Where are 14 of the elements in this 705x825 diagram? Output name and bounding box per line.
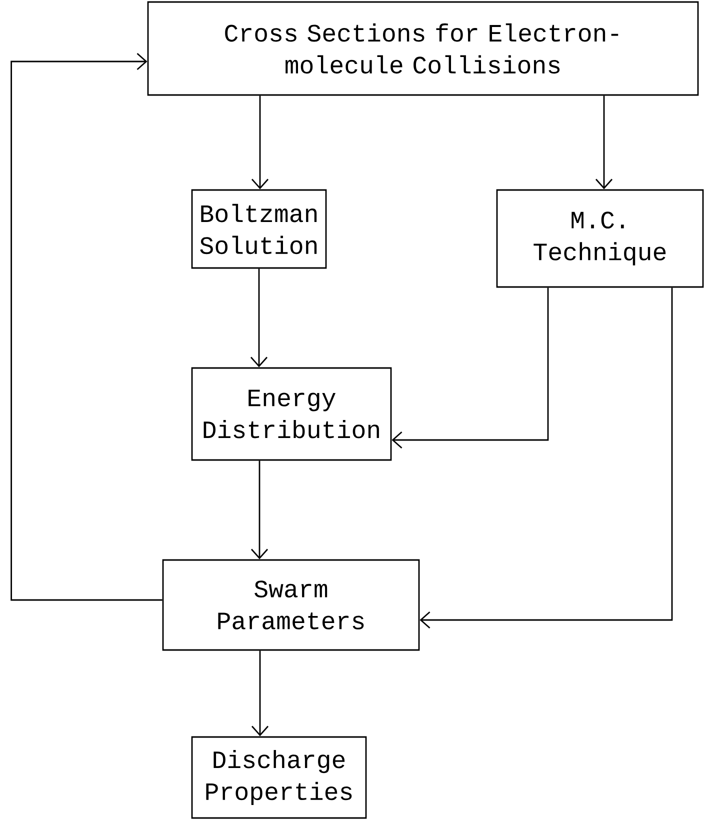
arrow <box>250 268 268 368</box>
process-box: M.C. Technique <box>496 189 704 288</box>
arrow <box>595 96 613 190</box>
arrow <box>420 288 673 629</box>
process-box: Boltzman Solution <box>191 189 327 269</box>
process-box: Swarm Parameters <box>162 559 420 651</box>
arrow <box>251 96 269 190</box>
process-box: Discharge Properties <box>191 736 367 819</box>
arrow <box>250 460 268 560</box>
arrow <box>251 650 269 736</box>
arrow <box>392 288 549 449</box>
process-box: Energy Distribution <box>191 367 392 461</box>
process-box: Cross Sections for Electron-molecule Collisions <box>147 1 699 96</box>
arrow <box>10 52 162 601</box>
